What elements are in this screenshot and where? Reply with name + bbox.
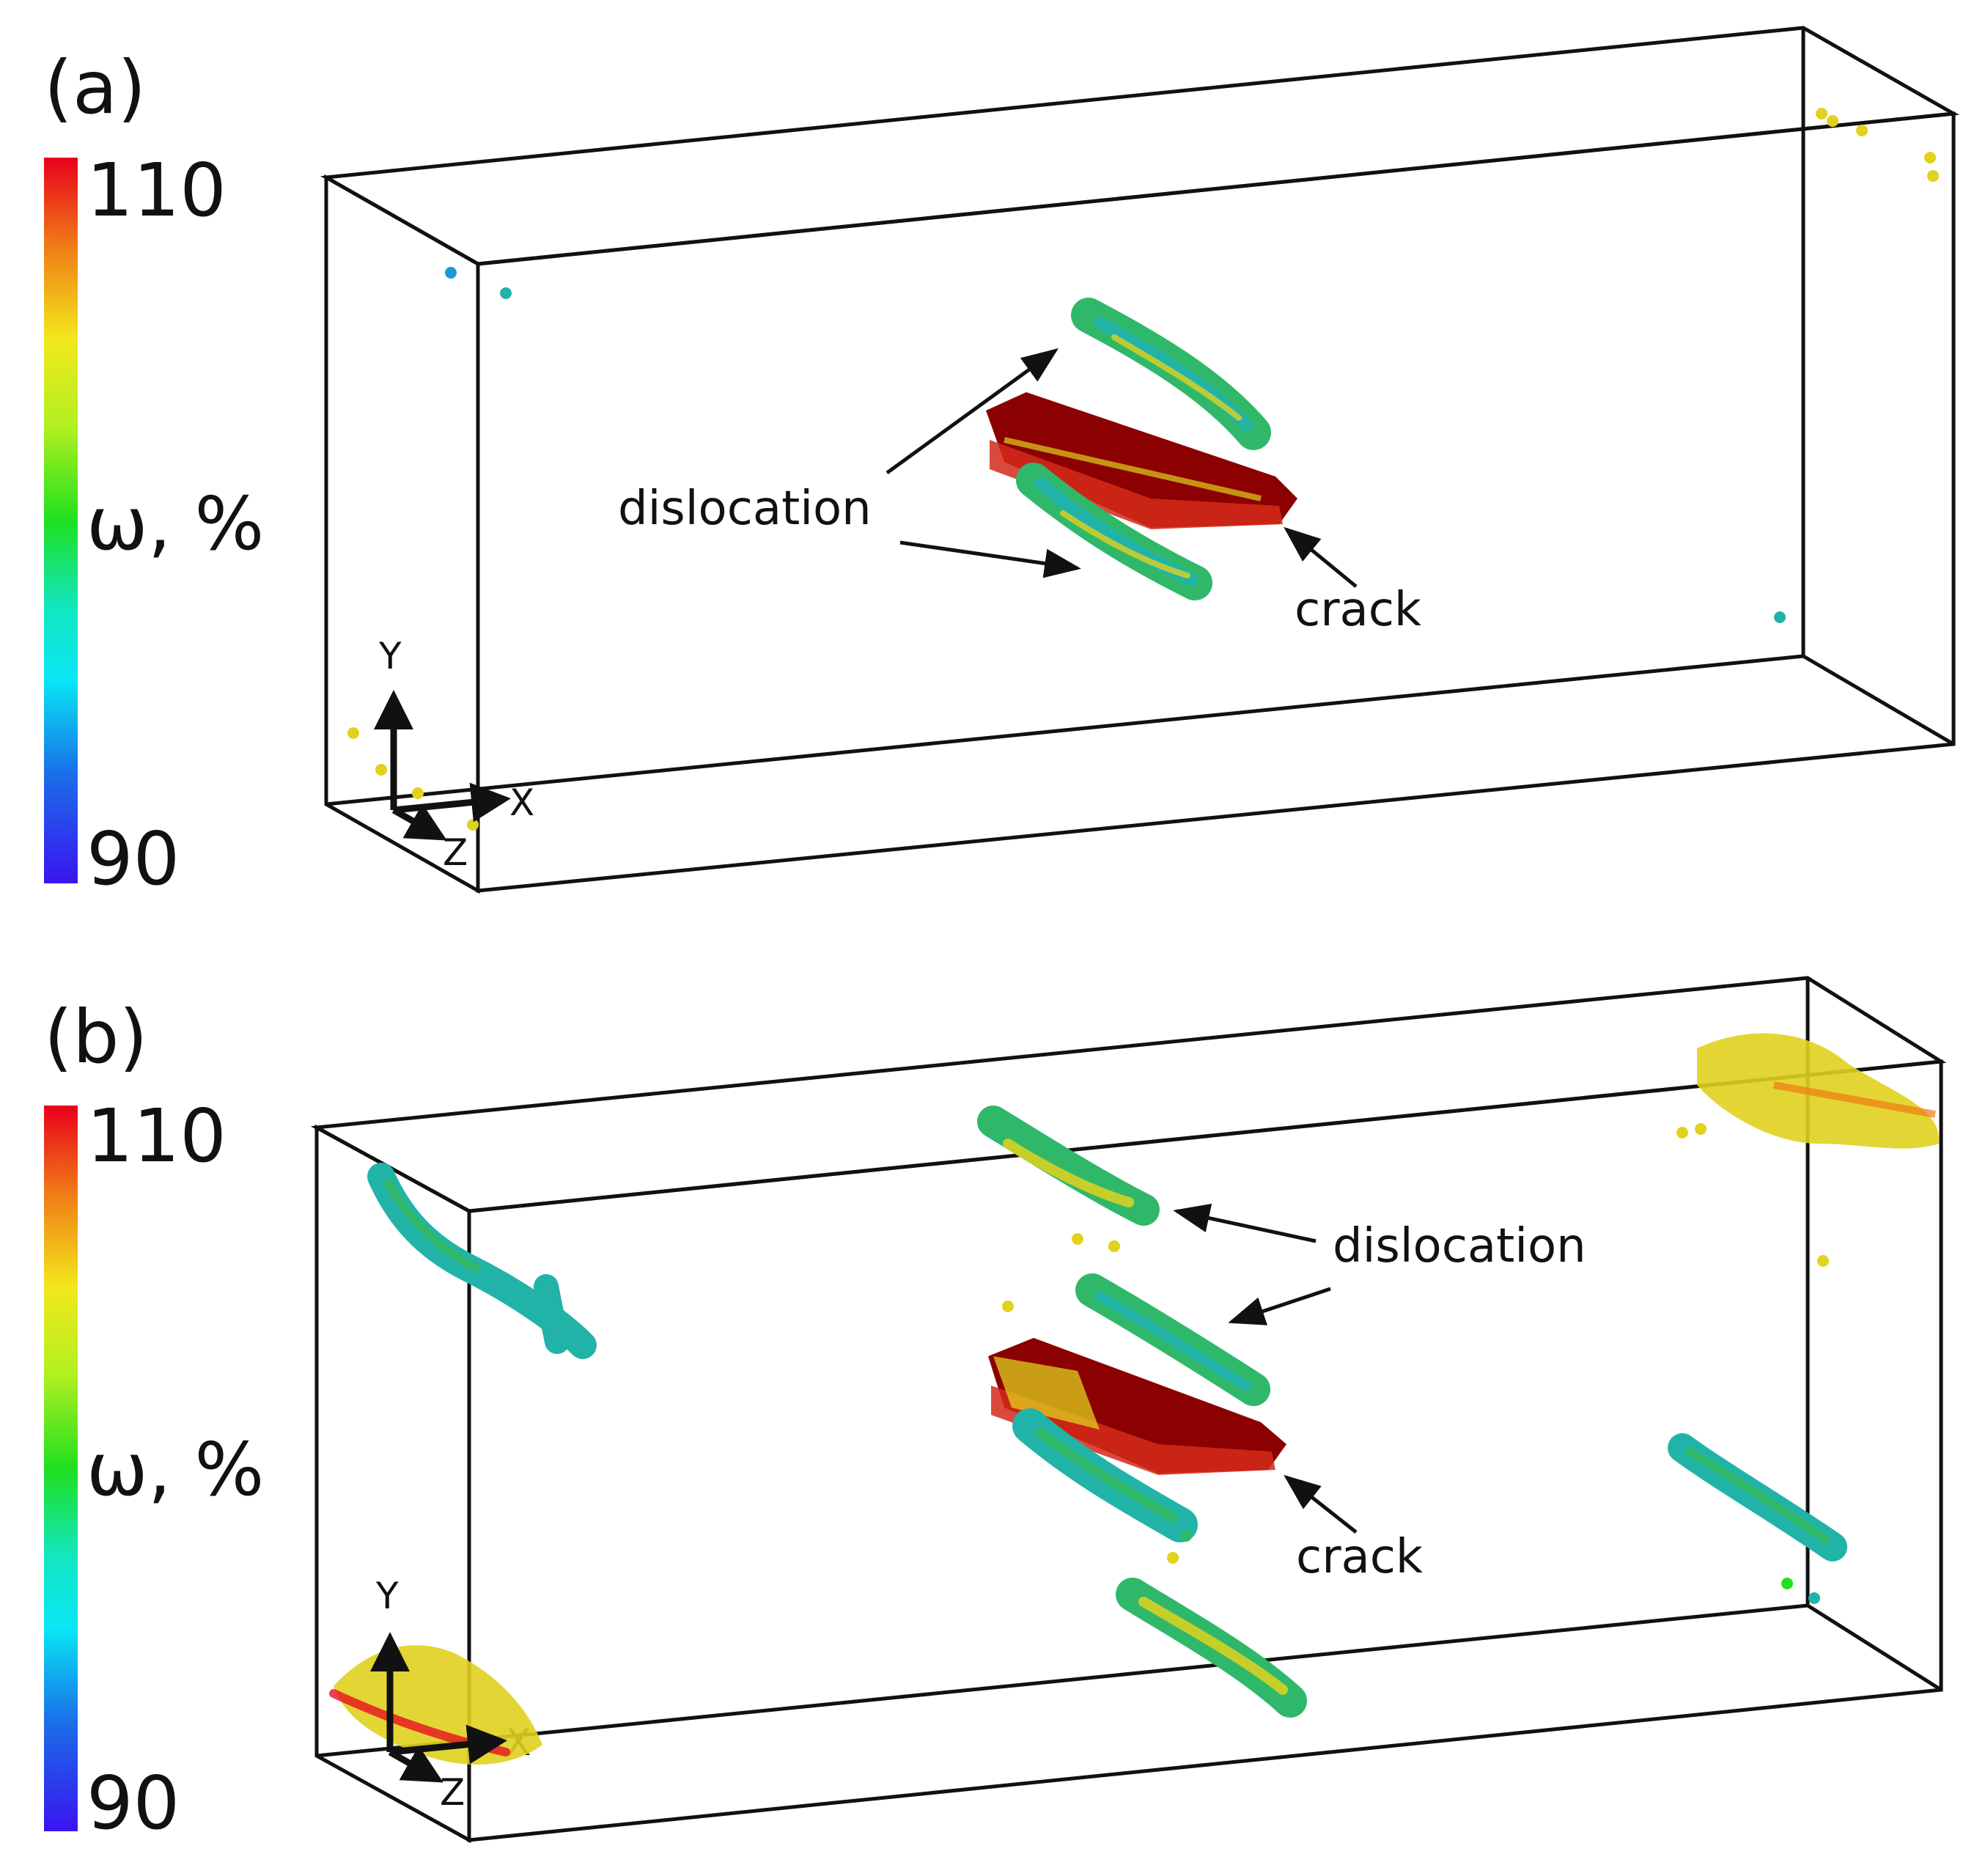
defect-cluster-b-top-right [1697,1033,1940,1149]
crack-b [988,1338,1286,1475]
annotation-a-crack: crack [1295,583,1421,637]
axis-b-y-label: Y [376,1575,399,1617]
colorbar-a [44,158,78,883]
dislocation-a-lower [1016,463,1212,600]
colorbar-a-min: 90 [86,816,180,902]
colorbar-b-min: 90 [86,1760,180,1846]
colorbar-b-quantity: ω, % [86,1427,265,1512]
annotation-b-crack: crack [1296,1530,1423,1584]
annotation-a-dislocation: dislocation [618,482,872,536]
dislocation-b-middle [1075,1273,1270,1406]
colorbar-a-quantity: ω, % [86,481,265,567]
crack-a [986,392,1297,529]
dislocation-b-lower [1012,1408,1198,1542]
annotation-arrows-b [1173,1203,1358,1534]
colorbar-b-max: 110 [86,1093,227,1179]
colorbar-a-max: 110 [86,147,227,233]
annotation-b-dislocation: dislocation [1333,1219,1586,1273]
axis-b-z-label: Z [440,1771,465,1814]
coordinate-axes-a [374,690,511,841]
dislocation-a-upper [1071,298,1271,450]
dislocation-b-bottom [1116,1578,1307,1718]
simulation-box-b [310,976,1947,1844]
dislocation-b-upper-center [977,1106,1160,1226]
coordinate-axes-b [370,1632,507,1783]
simulation-box-a [320,26,1960,894]
panel-label-b: (b) [44,994,148,1080]
dislocation-b-right [1668,1433,1847,1561]
panel-label-a: (a) [44,45,147,130]
colorbar-b [44,1106,78,1831]
point-defects-b [1002,1123,1829,1604]
point-defects-a [347,108,1939,831]
dislocation-b-left [367,1163,597,1359]
annotation-arrows-a [886,348,1358,588]
axis-a-y-label: Y [379,635,402,677]
axis-a-x-label: X [509,781,535,824]
